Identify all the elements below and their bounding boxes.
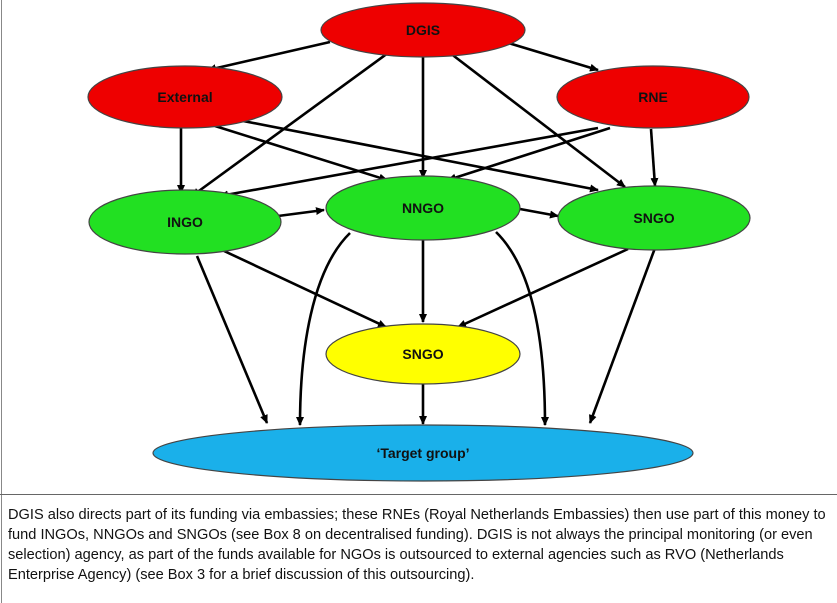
edge-ingo-nngo [269, 207, 325, 222]
node-sngo-mid-shape [325, 323, 521, 385]
node-target-group-label: ‘Target group’ [376, 445, 469, 461]
node-target-group-shape [152, 424, 694, 482]
frame-left-border [1, 0, 2, 603]
frame-divider [0, 494, 837, 495]
node-external-shape [87, 65, 283, 129]
node-rne-label: RNE [638, 89, 668, 105]
node-nngo-label: NNGO [402, 200, 444, 216]
node-ingo-label: INGO [167, 214, 203, 230]
edge-nngo-target-right [495, 231, 549, 426]
node-rne-shape [556, 65, 750, 129]
edge-dgis-rne [504, 40, 599, 72]
node-external-label: External [157, 89, 212, 105]
node-ingo-shape [88, 189, 282, 255]
edge-dgis-external [207, 40, 331, 73]
edge-external-sngo [237, 118, 599, 193]
funding-flow-diagram: DGIS External RNE INGO NNGO SNGO [87, 2, 751, 482]
edge-dgis-sngo [449, 51, 626, 189]
node-ingo: INGO [88, 189, 282, 255]
figure-caption: DGIS also directs part of its funding vi… [8, 507, 826, 583]
edge-rne-sngo [649, 128, 659, 187]
node-sngo-mid: SNGO [325, 323, 521, 385]
node-rne: RNE [556, 65, 750, 129]
node-nngo-shape [325, 175, 521, 241]
node-dgis-shape [320, 2, 526, 58]
node-dgis: DGIS [320, 2, 526, 58]
edge-dgis-ingo [191, 51, 389, 198]
node-external: External [87, 65, 283, 129]
edge-sngo-target [588, 247, 657, 424]
node-sngo-mid-label: SNGO [402, 346, 443, 362]
edge-rne-ingo [219, 126, 599, 199]
node-nngo: NNGO [325, 175, 521, 241]
edge-sngo-sngomid [457, 247, 629, 329]
edge-ingo-target [195, 255, 269, 424]
edge-nngo-sngo [511, 203, 559, 219]
node-dgis-label: DGIS [406, 22, 440, 38]
node-sngo-top: SNGO [557, 185, 751, 251]
node-sngo-top-label: SNGO [633, 210, 674, 226]
edge-ingo-sngomid [221, 248, 387, 329]
node-sngo-top-shape [557, 185, 751, 251]
node-target-group: ‘Target group’ [152, 424, 694, 482]
edge-nngo-target-left [296, 232, 351, 426]
edge-rne-nngo [447, 126, 611, 182]
